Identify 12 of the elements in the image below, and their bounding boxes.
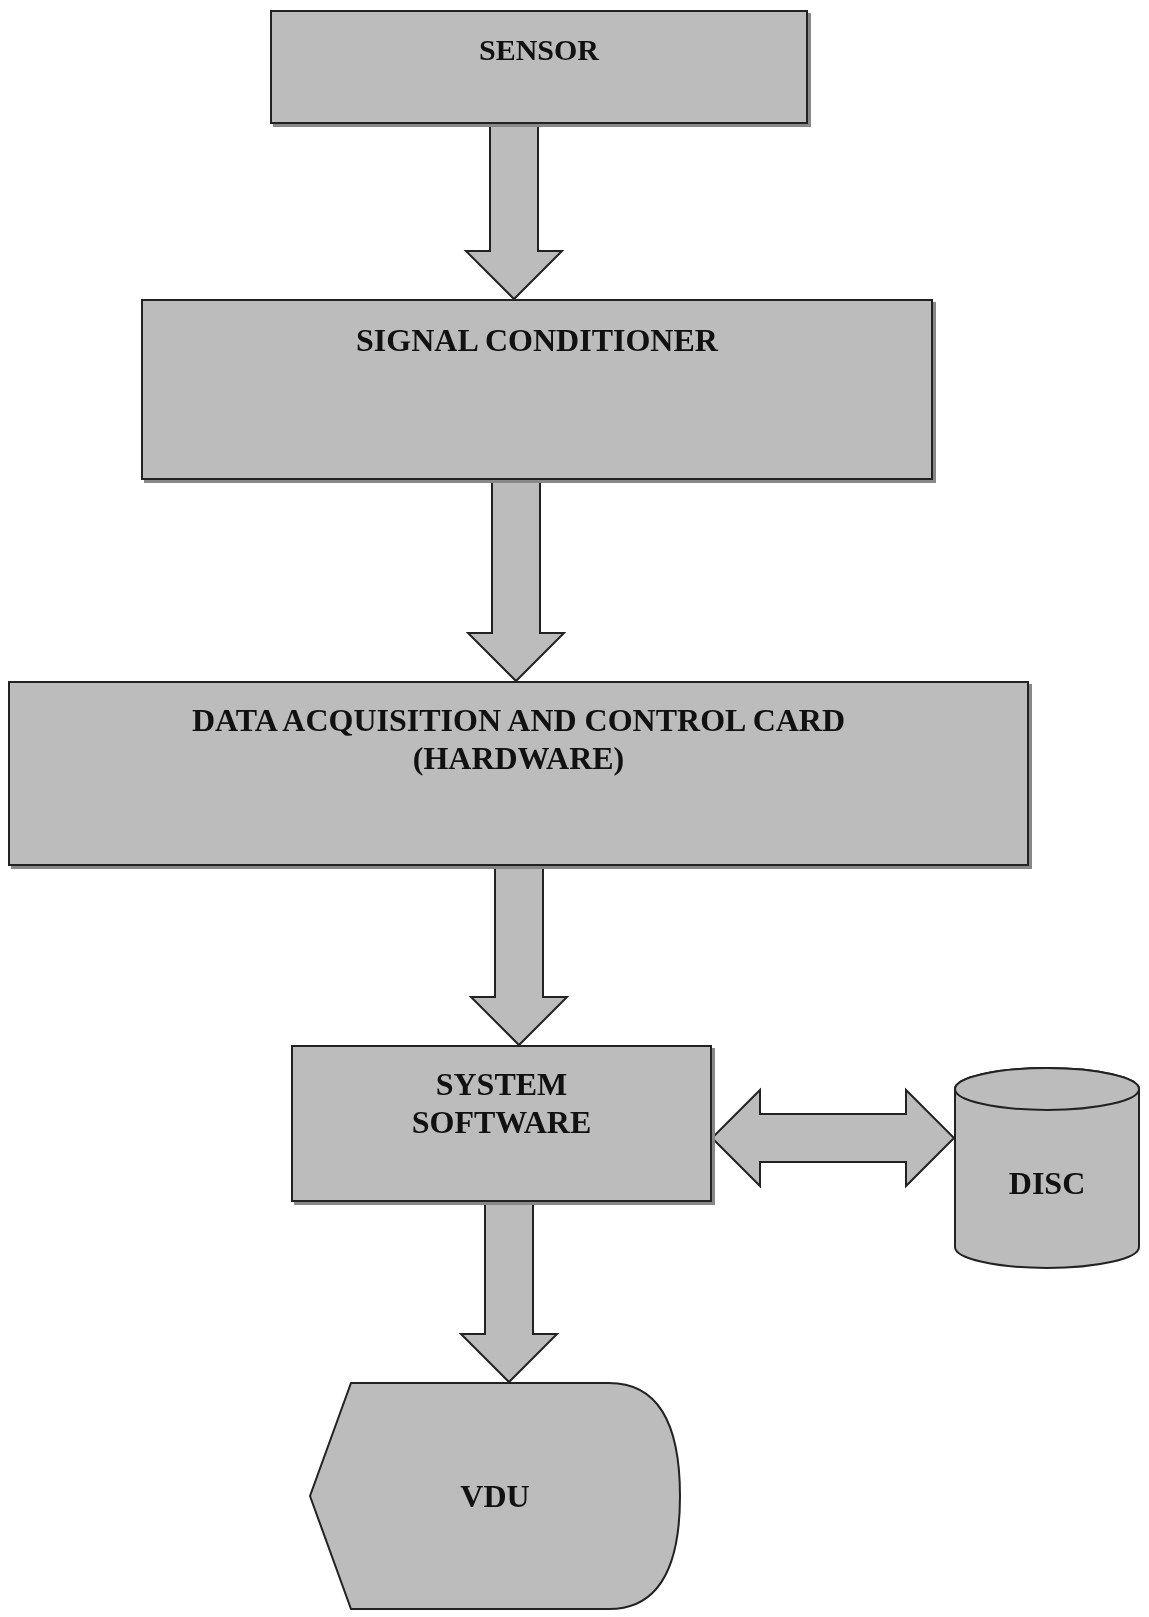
process-box: [8, 681, 1029, 866]
box-label: SENSOR: [478, 32, 599, 68]
process-box: [291, 1045, 712, 1202]
box-label: DATA ACQUISITION AND CONTROL CARD (HARDWARE): [190, 701, 847, 778]
box-label: DISC: [1008, 1163, 1086, 1203]
box-label: VDU: [460, 1476, 530, 1516]
box-label: SYSTEM SOFTWARE: [410, 1065, 593, 1142]
process-box: [270, 10, 808, 124]
disc-cylinder: [954, 1067, 1140, 1269]
box-label: SIGNAL CONDITIONER: [356, 321, 718, 360]
process-box: [141, 299, 933, 480]
display-shape: [309, 1382, 681, 1610]
